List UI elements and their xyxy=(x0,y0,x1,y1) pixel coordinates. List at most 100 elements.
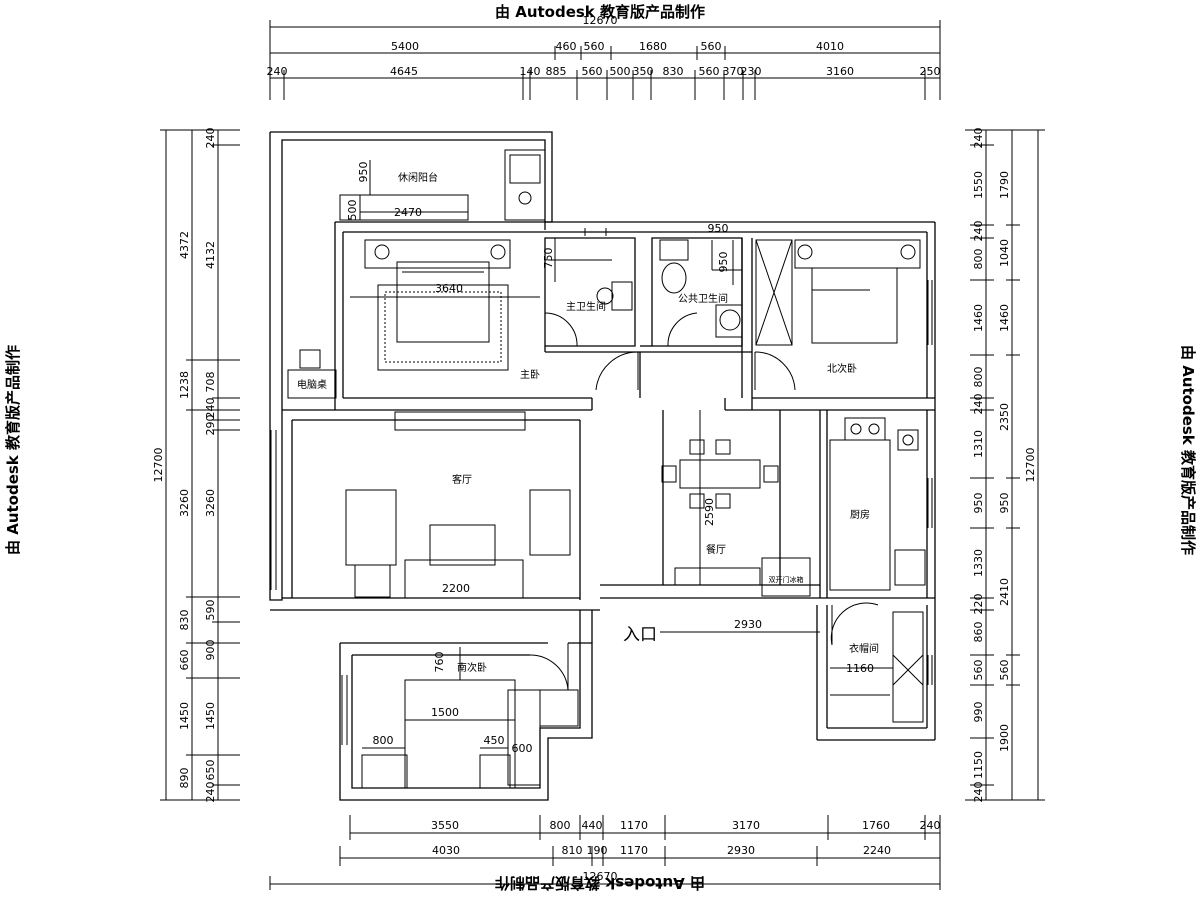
watermark-bottom: 由 Autodesk 教育版产品制作 xyxy=(495,874,705,892)
watermark-right: 由 Autodesk 教育版产品制作 xyxy=(1179,345,1197,555)
room-label-closet: 衣帽间 xyxy=(849,642,879,655)
dim-label: 1900 xyxy=(998,724,1011,752)
dim-label: 240 xyxy=(972,394,985,415)
watermark-left: 由 Autodesk 教育版产品制作 xyxy=(4,345,22,555)
dim-label: 560 xyxy=(972,660,985,681)
room-label-living: 客厅 xyxy=(452,473,472,486)
dim-label: 240 xyxy=(972,221,985,242)
dim-right-total: 12700 xyxy=(1024,448,1037,483)
dim-label: 708 xyxy=(204,372,217,393)
watermark-top: 由 Autodesk 教育版产品制作 xyxy=(495,3,705,21)
dim-label: 350 xyxy=(633,65,654,78)
dim-label: 1170 xyxy=(620,819,648,832)
dim-label: 560 xyxy=(701,40,722,53)
dim-label: 4010 xyxy=(816,40,844,53)
dim-label: 290 xyxy=(204,415,217,436)
interior-dimensions xyxy=(360,160,893,748)
dim-label: 240 xyxy=(267,65,288,78)
dim-label: 4372 xyxy=(178,231,191,259)
room-label-balcony: 休闲阳台 xyxy=(398,171,438,184)
room-label-master-bedroom: 主卧 xyxy=(520,368,540,381)
dim-tv-wall: 2200 xyxy=(442,582,470,595)
dim-second-right-b: 600 xyxy=(512,742,533,755)
dim-label: 4645 xyxy=(390,65,418,78)
dim-label: 140 xyxy=(520,65,541,78)
dim-label: 800 xyxy=(972,249,985,270)
dim-label: 660 xyxy=(178,650,191,671)
dim-label: 800 xyxy=(972,367,985,388)
dim-second-bed-depth: 760 xyxy=(433,652,446,673)
room-label-south-bedroom: 南次卧 xyxy=(457,661,487,674)
dim-label: 830 xyxy=(178,610,191,631)
dim-label: 950 xyxy=(998,493,1011,514)
interior-dimension-labels: 950 2470 500 3640 750 950 950 2590 2200 … xyxy=(346,162,874,756)
dim-label: 1790 xyxy=(998,171,1011,199)
dimension-right-labels: 240 1550 240 800 1460 800 240 1310 950 1… xyxy=(972,128,1037,803)
dim-label: 190 xyxy=(587,844,608,857)
room-label-ac: 电脑桌 xyxy=(297,378,327,391)
dim-second-bed-width: 1500 xyxy=(431,706,459,719)
dim-label: 4030 xyxy=(432,844,460,857)
dim-label: 5400 xyxy=(391,40,419,53)
dim-label: 885 xyxy=(546,65,567,78)
room-labels: 休闲阳台 电脑桌 主卧 主卫生间 公共卫生间 北次卧 客厅 餐厅 厨房 衣帽间 … xyxy=(297,171,879,674)
dim-label: 3260 xyxy=(178,489,191,517)
dim-entry-width: 2930 xyxy=(734,618,762,631)
dim-label: 370 xyxy=(723,65,744,78)
dim-public-bath-b: 950 xyxy=(717,252,730,273)
label-fridge: 双开门冰箱 xyxy=(769,575,804,584)
dim-label: 900 xyxy=(204,640,217,661)
dim-label: 1680 xyxy=(639,40,667,53)
dim-balcony-depth: 950 xyxy=(357,162,370,183)
dim-left-total: 12700 xyxy=(152,448,165,483)
dim-label: 560 xyxy=(998,660,1011,681)
dim-label: 1150 xyxy=(972,751,985,779)
room-label-kitchen: 厨房 xyxy=(850,508,870,521)
dim-bottom-total: 12670 xyxy=(583,870,618,883)
dim-label: 990 xyxy=(972,702,985,723)
dim-label: 220 xyxy=(972,594,985,615)
dim-label: 650 xyxy=(204,760,217,781)
dimension-top-labels: 12670 5400 460 560 1680 560 4010 240 464… xyxy=(267,14,941,78)
dimension-bottom xyxy=(270,815,940,890)
dim-label: 1310 xyxy=(972,430,985,458)
dim-label: 560 xyxy=(699,65,720,78)
dim-label: 3260 xyxy=(204,489,217,517)
dim-label: 2350 xyxy=(998,403,1011,431)
walls xyxy=(270,132,935,800)
dim-label: 1170 xyxy=(620,844,648,857)
dimension-right xyxy=(965,130,1045,800)
dim-label: 1460 xyxy=(998,304,1011,332)
dim-label: 500 xyxy=(610,65,631,78)
dim-label: 800 xyxy=(550,819,571,832)
dim-closet: 1160 xyxy=(846,662,874,675)
dim-label: 240 xyxy=(204,782,217,803)
dim-label: 590 xyxy=(204,600,217,621)
dim-balcony-width: 2470 xyxy=(394,206,422,219)
dim-label: 830 xyxy=(663,65,684,78)
dim-corridor: 2590 xyxy=(703,498,716,526)
dim-label: 250 xyxy=(920,65,941,78)
dimension-left-labels: 12700 4372 1238 3260 830 660 1450 890 24… xyxy=(152,128,217,803)
dim-label: 1238 xyxy=(178,371,191,399)
dim-label: 2240 xyxy=(863,844,891,857)
dimension-bottom-labels: 3550 800 440 1170 3170 1760 240 4030 810… xyxy=(431,819,941,883)
dim-label: 860 xyxy=(972,622,985,643)
dim-ensuite-depth: 750 xyxy=(542,248,555,269)
dim-label: 810 xyxy=(562,844,583,857)
dim-label: 240 xyxy=(204,128,217,149)
dim-second-left: 800 xyxy=(373,734,394,747)
dim-label: 4132 xyxy=(204,241,217,269)
dim-public-bath: 950 xyxy=(708,222,729,235)
dim-bed-width: 3640 xyxy=(435,282,463,295)
dim-label: 240 xyxy=(204,398,217,419)
dim-label: 3550 xyxy=(431,819,459,832)
dim-label: 2930 xyxy=(727,844,755,857)
dim-label: 1460 xyxy=(972,304,985,332)
dim-label: 3170 xyxy=(732,819,760,832)
dim-label: 1760 xyxy=(862,819,890,832)
dim-label: 950 xyxy=(972,493,985,514)
dim-label: 3160 xyxy=(826,65,854,78)
